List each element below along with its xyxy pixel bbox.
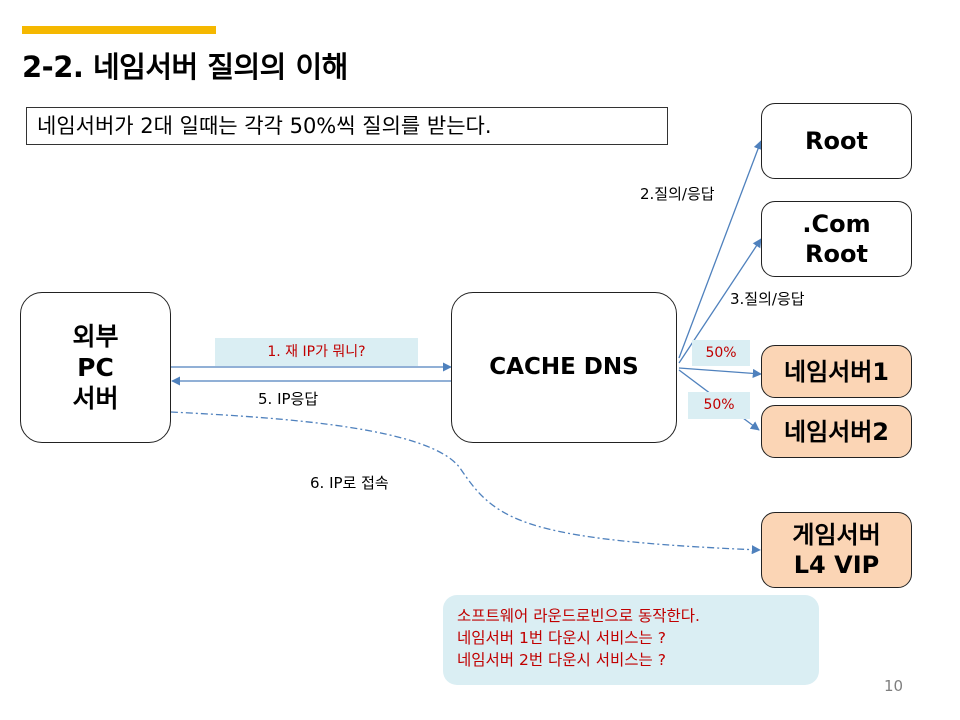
game-server-node: 게임서버 L4 VIP	[761, 512, 912, 588]
arrow-to-ns1	[678, 367, 762, 378]
step3-label: 3.질의/응답	[730, 290, 805, 308]
software-note-line: 소프트웨어 라운드로빈으로 동작한다.	[457, 607, 700, 625]
step1-label: 1. 재 IP가 뭐니?	[215, 338, 418, 366]
step5-label: 5. IP응답	[258, 390, 319, 408]
share-ns2-label: 50%	[688, 392, 750, 419]
arrow-to-root	[678, 140, 763, 359]
com-root-node: .Com Root	[761, 201, 912, 277]
step2-label: 2.질의/응답	[640, 185, 715, 203]
client-pc-node: 외부 PC 서버	[20, 292, 171, 443]
accent-bar	[22, 26, 216, 34]
nameserver2-node: 네임서버2	[761, 405, 912, 458]
cache-dns-node: CACHE DNS	[451, 292, 677, 443]
nameserver1-node: 네임서버1	[761, 345, 912, 398]
root-node: Root	[761, 103, 912, 179]
page-number: 10	[884, 677, 904, 695]
share-ns1-label: 50%	[692, 340, 750, 366]
software-note-box: 소프트웨어 라운드로빈으로 동작한다. 네임서버 1번 다운시 서비스는 ? 네…	[443, 595, 819, 685]
software-note-line: 네임서버 2번 다운시 서비스는 ?	[457, 651, 666, 669]
software-note-line: 네임서버 1번 다운시 서비스는 ?	[457, 629, 666, 647]
step6-label: 6. IP로 접속	[310, 474, 389, 492]
arrow-to-game-server	[170, 411, 761, 555]
page-title: 2-2. 네임서버 질의의 이해	[22, 50, 348, 84]
note-box: 네임서버가 2대 일때는 각각 50%씩 질의를 받는다.	[26, 107, 668, 145]
